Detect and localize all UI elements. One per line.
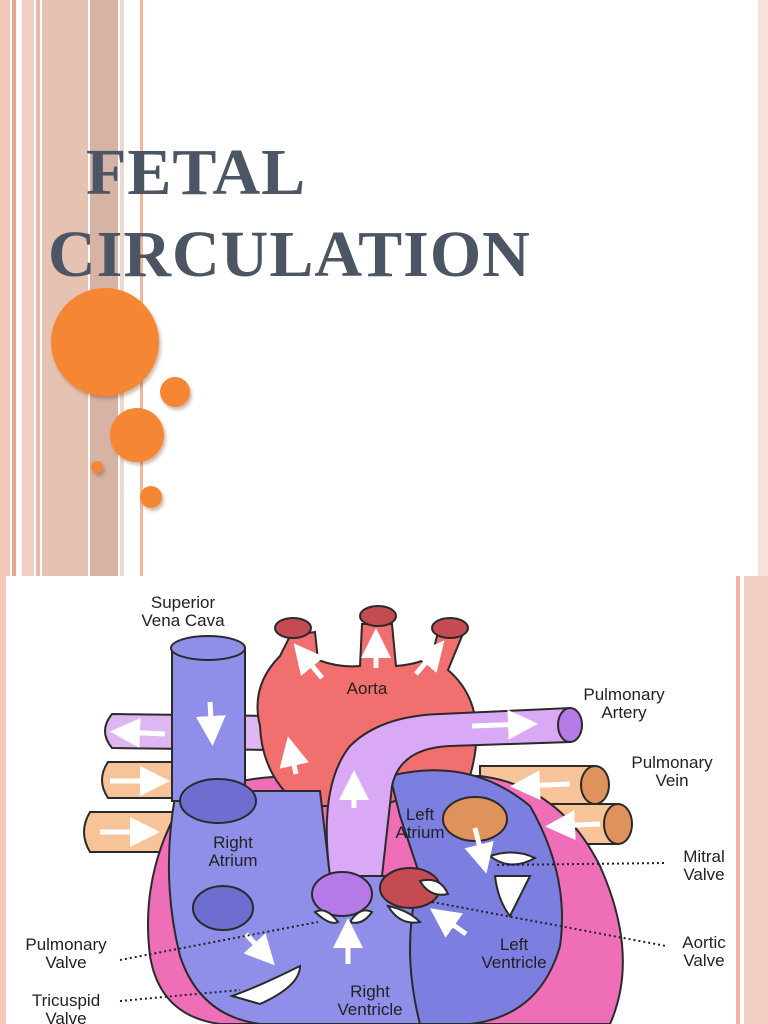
decor-strip <box>120 0 124 576</box>
decor-strip <box>758 0 768 576</box>
decor-strip <box>736 576 740 1024</box>
label-right-atrium: Right <box>213 833 253 852</box>
pulmonary-artery <box>325 706 571 877</box>
label-pulmonary-artery: Pulmonary <box>583 685 665 704</box>
slide-title-line-2: CIRCULATION <box>48 218 531 291</box>
decor-strip <box>22 0 34 576</box>
label-pulmonary-artery: Artery <box>601 703 647 722</box>
heart-diagram: Superior Vena Cava Aorta Pulmonary Arter… <box>0 576 768 1024</box>
label-superior-vena-cava: Superior <box>151 593 216 612</box>
valves <box>228 851 538 1006</box>
left-heart <box>388 769 563 1024</box>
decor-circle <box>140 486 162 508</box>
decor-strip <box>42 0 88 576</box>
label-left-atrium: Left <box>406 805 435 824</box>
decor-circle-large <box>51 288 159 396</box>
label-right-ventricle: Ventricle <box>337 1000 402 1019</box>
label-left-ventricle: Ventricle <box>481 953 546 972</box>
title-slide: FETAL CIRCULATION <box>0 0 768 576</box>
decor-circle <box>110 408 164 462</box>
label-right-atrium: Atrium <box>208 851 257 870</box>
label-mitral-valve: Mitral <box>683 847 725 866</box>
slide-title-line-1: FETAL <box>86 136 307 209</box>
decor-circle <box>160 377 190 407</box>
decor-strip <box>12 0 16 576</box>
label-left-ventricle: Left <box>500 935 529 954</box>
decor-strip <box>140 0 143 576</box>
label-pulmonary-valve: Pulmonary <box>25 935 107 954</box>
decor-strip <box>0 0 10 576</box>
label-tricuspid-valve: Tricuspid <box>32 991 100 1010</box>
label-pulmonary-valve: Valve <box>45 953 86 972</box>
flow-arrows <box>100 628 601 966</box>
label-superior-vena-cava: Vena Cava <box>141 611 225 630</box>
label-aorta: Aorta <box>347 679 388 698</box>
label-right-ventricle: Right <box>350 982 390 1001</box>
decor-circle-tiny <box>91 461 103 473</box>
label-mitral-valve: Valve <box>683 865 724 884</box>
label-left-atrium: Atrium <box>395 823 444 842</box>
heart-diagram-svg: Superior Vena Cava Aorta Pulmonary Arter… <box>0 576 768 1024</box>
label-pulmonary-vein: Vein <box>655 771 688 790</box>
label-aortic-valve: Valve <box>683 951 724 970</box>
label-aortic-valve: Aortic <box>682 933 726 952</box>
decor-strip <box>0 576 6 1024</box>
label-pulmonary-vein: Pulmonary <box>631 753 713 772</box>
label-tricuspid-valve: Valve <box>45 1009 86 1024</box>
decor-strip <box>36 0 40 576</box>
leader-lines <box>119 862 667 1002</box>
superior-vena-cava <box>171 647 246 802</box>
decor-strip <box>744 576 768 1024</box>
